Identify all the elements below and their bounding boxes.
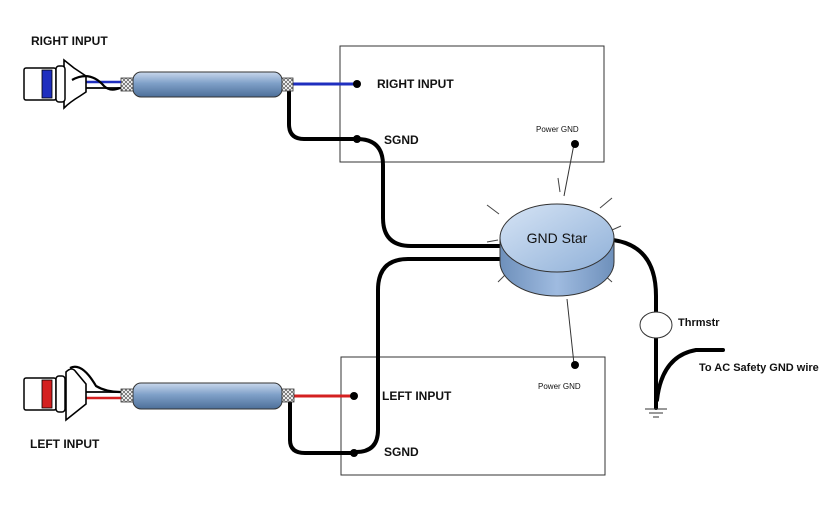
power-gnd-wires: [563, 143, 575, 365]
gnd-star: GND Star: [486, 177, 622, 297]
star-to-thermistor-wire: [611, 238, 658, 314]
left-jack-label: LEFT INPUT: [30, 437, 100, 451]
right-channel-box: [339, 45, 605, 163]
left-cable-shield-end: [281, 388, 295, 403]
left-shield-wire: [288, 394, 356, 455]
right-sgnd-to-star-wire: [355, 137, 502, 248]
right-box-power-gnd-label: Power GND: [536, 125, 579, 134]
right-shield-wire: [287, 84, 359, 141]
left-cable-shield-start: [120, 388, 134, 403]
right-input-dot: [353, 80, 361, 88]
right-cable: [78, 71, 294, 98]
right-rca-jack: [23, 58, 121, 110]
left-input-dot: [350, 392, 358, 400]
star-to-left-sgnd-wire: [354, 257, 502, 454]
left-power-gnd-wire: [566, 298, 575, 365]
right-power-gnd-wire: [563, 143, 575, 197]
junction-dots: [350, 80, 579, 457]
left-sgnd-dot: [350, 449, 358, 457]
right-cable-shield-start: [120, 77, 134, 92]
ground-wires: [287, 84, 725, 455]
left-power-gnd-dot: [571, 361, 579, 369]
ac-safety-wire: [655, 348, 725, 402]
left-rca-jack: [23, 365, 121, 422]
right-power-gnd-dot: [571, 140, 579, 148]
right-cable-shield-end: [281, 77, 294, 92]
left-channel-box: [340, 356, 606, 476]
left-box-input-label: LEFT INPUT: [382, 389, 452, 403]
earth-ground-icon: [645, 408, 667, 418]
ac-safety-label: To AC Safety GND wire: [699, 362, 819, 374]
left-cable-body: [132, 382, 283, 410]
left-cable: [78, 382, 295, 410]
thermistor-symbol: [639, 311, 673, 339]
right-cable-body: [132, 71, 283, 98]
thermistor-label: Thrmstr: [678, 317, 720, 329]
gnd-star-label: GND Star: [527, 230, 588, 246]
right-sgnd-dot: [353, 135, 361, 143]
left-box-power-gnd-label: Power GND: [538, 382, 581, 391]
right-box-input-label: RIGHT INPUT: [377, 77, 454, 91]
right-box-sgnd-label: SGND: [384, 133, 419, 147]
left-box-sgnd-label: SGND: [384, 445, 419, 459]
right-jack-label: RIGHT INPUT: [31, 34, 108, 48]
